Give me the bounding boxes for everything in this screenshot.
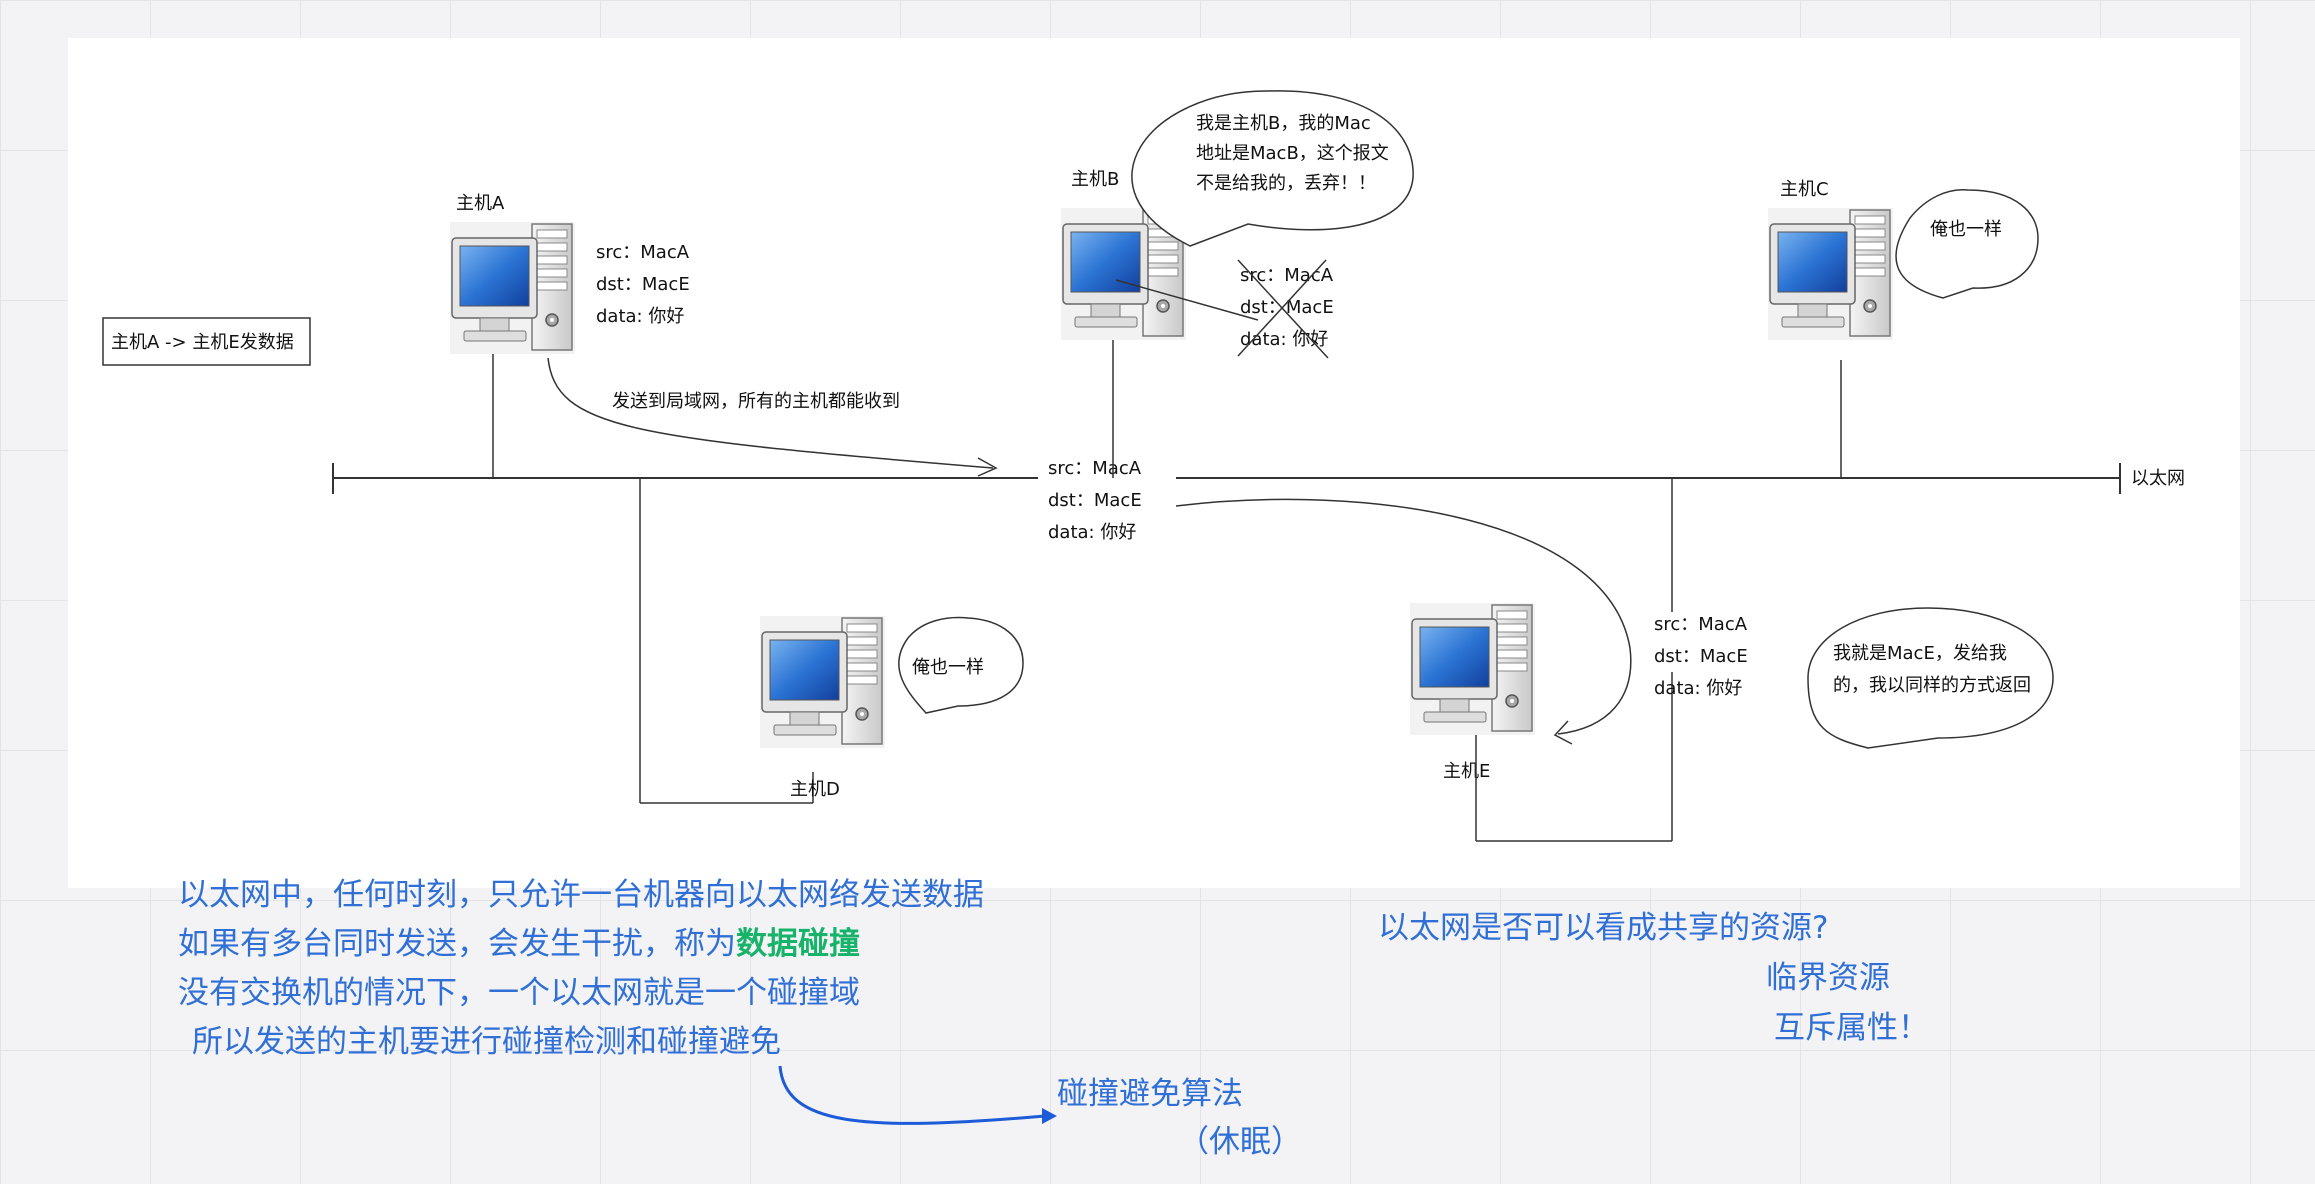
ethernet-label: 以太网	[2131, 468, 2185, 489]
host-b-speech-bubble	[1131, 90, 1414, 247]
note-line-3: 没有交换机的情况下，一个以太网就是一个碰撞域	[178, 975, 860, 1011]
host-b-bubble-line2: 地址是MacB，这个报文	[1196, 143, 1389, 164]
host-e-frame-src: src：MacA	[1654, 614, 1748, 635]
host-b-frame-dst: dst：MacE	[1240, 297, 1334, 318]
broadcast-label: 发送到局域网，所有的主机都能收到	[612, 391, 900, 412]
host-b-pointer-line	[1115, 279, 1259, 321]
delivery-arrow	[1175, 498, 1632, 735]
broadcast-arrowhead	[977, 457, 998, 477]
network-diagram: 主机A -> 主机E发数据 以太网 主机A src：MacA dst：MacE …	[102, 90, 2185, 842]
host-d-bubble-text: 俺也一样	[912, 657, 984, 678]
delivery-arrowhead	[1553, 720, 1573, 745]
host-e-frame-data: data: 你好	[1654, 678, 1742, 699]
host-d-speech-bubble	[898, 616, 1024, 714]
title-box-text: 主机A -> 主机E发数据	[111, 332, 294, 353]
wire-frame-src: src：MacA	[1048, 458, 1142, 479]
host-b-discard-cross-2	[1237, 259, 1327, 357]
algo-pointer-arrowhead	[1042, 1108, 1057, 1124]
broadcast-arrow	[547, 357, 994, 469]
wire-frame-data: data: 你好	[1048, 522, 1136, 543]
note-sleep: （休眠）	[1178, 1124, 1302, 1160]
host-a-label: 主机A	[456, 193, 505, 214]
diagram-canvas: 主机A -> 主机E发数据 以太网 主机A src：MacA dst：MacE …	[68, 38, 2240, 888]
host-e-bubble-line2: 的，我以同样的方式返回	[1833, 675, 2031, 696]
note-line-2: 如果有多台同时发送，会发生干扰，称为数据碰撞	[178, 920, 860, 969]
host-e-speech-bubble	[1807, 607, 2054, 749]
host-b-frame-src: src：MacA	[1240, 265, 1334, 286]
host-d-label: 主机D	[790, 779, 840, 800]
note-question: 以太网是否可以看成共享的资源?	[1378, 910, 1829, 946]
host-e-frame-dst: dst：MacE	[1654, 646, 1748, 667]
note-critical-resource: 临界资源	[1766, 960, 1890, 996]
algo-pointer-arrow	[778, 1065, 1046, 1125]
host-c-label: 主机C	[1780, 179, 1829, 200]
host-e-bubble-line1: 我就是MacE，发给我	[1833, 643, 2007, 664]
host-a-computer-icon	[449, 221, 576, 355]
note-highlight-collision: 数据碰撞	[736, 926, 860, 962]
host-d-computer-icon	[759, 615, 886, 749]
host-e-label: 主机E	[1443, 761, 1490, 782]
host-a-frame-dst: dst：MacE	[596, 274, 690, 295]
host-a-frame-data: data: 你好	[596, 306, 684, 327]
host-b-bubble-line1: 我是主机B，我的Mac	[1196, 113, 1371, 134]
note-line-4: 所以发送的主机要进行碰撞检测和碰撞避免	[192, 1024, 781, 1060]
host-c-speech-bubble	[1895, 189, 2039, 299]
note-line-2-text: 如果有多台同时发送，会发生干扰，称为	[178, 926, 736, 962]
host-b-label: 主机B	[1071, 169, 1119, 190]
note-mutex: 互斥属性！	[1774, 1010, 1929, 1046]
wire-frame-dst: dst：MacE	[1048, 490, 1142, 511]
note-algo: 碰撞避免算法	[1057, 1076, 1243, 1112]
host-c-computer-icon	[1767, 207, 1894, 341]
note-line-1: 以太网中，任何时刻，只允许一台机器向以太网络发送数据	[178, 877, 984, 913]
host-b-discard-cross-1	[1237, 259, 1329, 359]
title-box	[102, 317, 311, 366]
host-b-bubble-line3: 不是给我的，丢弃！！	[1196, 173, 1376, 194]
host-e-computer-icon	[1409, 602, 1536, 736]
host-a-frame-src: src：MacA	[596, 242, 690, 263]
host-c-bubble-text: 俺也一样	[1930, 219, 2002, 240]
